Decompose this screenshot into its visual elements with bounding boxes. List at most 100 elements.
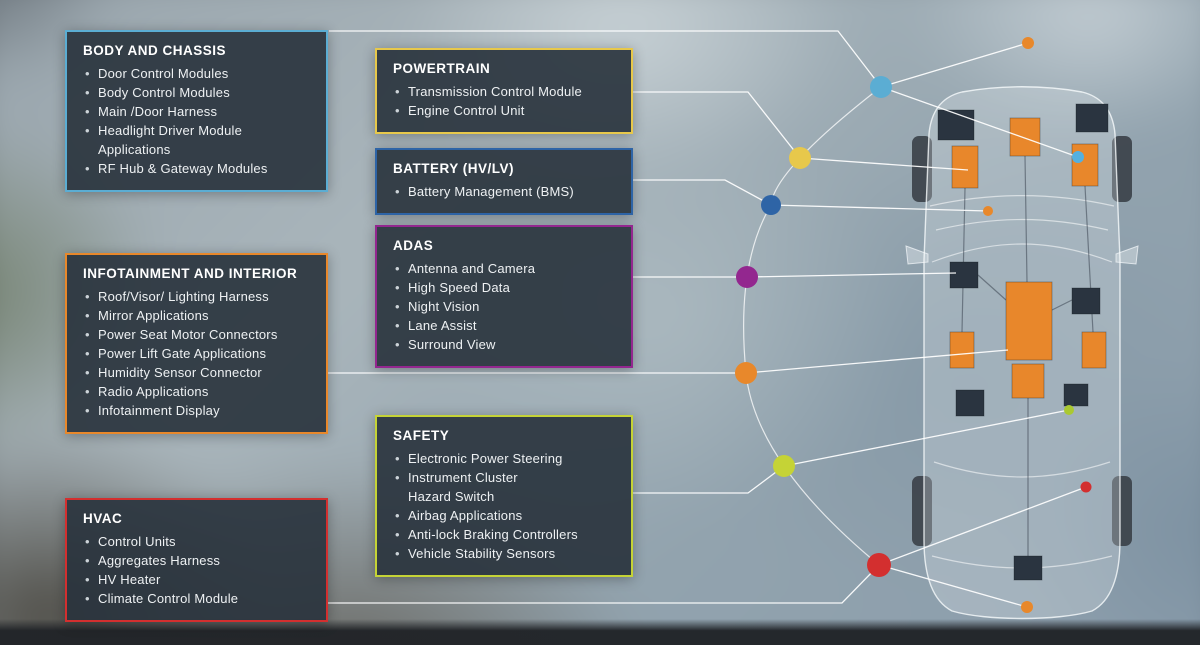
category-title: ADAS [393, 238, 434, 253]
category-item: HV Heater [83, 570, 310, 589]
category-box-infotainment-and-interior: INFOTAINMENT AND INTERIOR Roof/Visor/ Li… [65, 253, 328, 434]
category-item: Night Vision [393, 297, 615, 316]
node-body-and-chassis [870, 76, 892, 98]
car-illustration [905, 86, 1139, 620]
category-item: Body Control Modules [83, 83, 310, 102]
hood-line [929, 194, 1115, 207]
category-item: Radio Applications [83, 382, 310, 401]
category-item: Electronic Power Steering [393, 449, 615, 468]
category-title: BATTERY (HV/LV) [393, 161, 514, 176]
category-item: Instrument Cluster Hazard Switch [393, 468, 615, 506]
category-item: Battery Management (BMS) [393, 182, 615, 201]
connector-body-chassis [329, 30, 882, 88]
category-item: High Speed Data [393, 278, 615, 297]
category-title: POWERTRAIN [393, 61, 491, 76]
category-item: Mirror Applications [83, 306, 310, 325]
endpoint-dot-front-right [1072, 151, 1084, 163]
category-item: Airbag Applications [393, 506, 615, 525]
category-box-powertrain: POWERTRAIN Transmission Control Module E… [375, 48, 633, 134]
category-title: SAFETY [393, 428, 450, 443]
endpoint-dot-rear-right-mid [1064, 405, 1074, 415]
node-hvac [867, 553, 891, 577]
car-module-orange [1011, 363, 1045, 399]
car-module-orange [1009, 117, 1041, 157]
category-item: Climate Control Module [83, 589, 310, 608]
car-module-dark [1013, 555, 1043, 581]
connector-body-chassis-front [880, 86, 1079, 158]
left-mirror-icon [905, 245, 929, 265]
connector-safety-car [783, 409, 1070, 467]
connector-body-chassis-roof [880, 42, 1029, 88]
category-box-body-and-chassis: BODY AND CHASSIS Door Control Modules Bo… [65, 30, 328, 192]
node-powertrain [789, 147, 811, 169]
car-module-orange [951, 145, 979, 189]
endpoint-dot-roof [1022, 37, 1034, 49]
connector-battery [633, 179, 772, 206]
category-item-list: Electronic Power Steering Instrument Clu… [393, 449, 615, 563]
category-item: Humidity Sensor Connector [83, 363, 310, 382]
category-item-list: Antenna and Camera High Speed Data Night… [393, 259, 615, 354]
category-item: Vehicle Stability Sensors [393, 544, 615, 563]
category-item: Roof/Visor/ Lighting Harness [83, 287, 310, 306]
node-battery [761, 195, 781, 215]
car-module-dark [1063, 383, 1089, 407]
car-module-dark [1071, 287, 1101, 315]
category-item: Surround View [393, 335, 615, 354]
category-item-list: Roof/Visor/ Lighting Harness Mirror Appl… [83, 287, 310, 420]
category-box-battery: BATTERY (HV/LV) Battery Management (BMS) [375, 148, 633, 215]
car-module-orange [1005, 281, 1053, 361]
node-infotainment [735, 362, 757, 384]
car-orange-modules [949, 117, 1107, 399]
category-item: Headlight Driver Module Applications [83, 121, 310, 159]
car-module-orange [1071, 143, 1099, 187]
connector-battery-car [770, 204, 989, 212]
category-item: Transmission Control Module [393, 82, 615, 101]
node-safety [773, 455, 795, 477]
car-module-dark [955, 389, 985, 417]
category-item: Control Units [83, 532, 310, 551]
endpoint-dot-rear-floor [1021, 601, 1033, 613]
connector-hvac [328, 564, 880, 604]
connector-adas-car [746, 272, 957, 278]
connector-powertrain [633, 91, 801, 159]
category-item-list: Control Units Aggregates Harness HV Heat… [83, 532, 310, 608]
category-item: Lane Assist [393, 316, 615, 335]
category-item: Anti-lock Braking Controllers [393, 525, 615, 544]
category-item: Power Seat Motor Connectors [83, 325, 310, 344]
car-module-orange [1081, 331, 1107, 369]
rear-left-wheel-icon [912, 476, 932, 546]
category-item: Main /Door Harness [83, 102, 310, 121]
rear-right-wheel-icon [1112, 476, 1132, 546]
endpoint-dot-engine-bay [983, 206, 993, 216]
background-bottom-band [0, 619, 1200, 645]
harness-lines [961, 155, 1094, 556]
category-item: RF Hub & Gateway Modules [83, 159, 310, 178]
category-title: HVAC [83, 511, 123, 526]
node-adas [736, 266, 758, 288]
connector-hvac-rear [878, 564, 1028, 608]
connector-safety [633, 465, 785, 494]
endpoint-dot-rear-right-door [1080, 481, 1092, 493]
category-title: INFOTAINMENT AND INTERIOR [83, 266, 298, 281]
category-title: BODY AND CHASSIS [83, 43, 227, 58]
endpoint-dots [983, 37, 1092, 613]
category-item: Antenna and Camera [393, 259, 615, 278]
category-item: Infotainment Display [83, 401, 310, 420]
connector-hvac-door [878, 486, 1087, 566]
category-box-safety: SAFETY Electronic Power Steering Instrum… [375, 415, 633, 577]
car-module-orange [949, 331, 975, 369]
category-item: Power Lift Gate Applications [83, 344, 310, 363]
rear-window-line [933, 461, 1111, 478]
category-nodes [735, 76, 892, 577]
category-item: Aggregates Harness [83, 551, 310, 570]
car-module-dark [937, 109, 975, 141]
connector-powertrain-engine [799, 157, 969, 171]
connector-lines [328, 30, 1087, 608]
category-item: Door Control Modules [83, 64, 310, 83]
category-box-hvac: HVAC Control Units Aggregates Harness HV… [65, 498, 328, 622]
car-module-dark [949, 261, 979, 289]
right-mirror-icon [1115, 245, 1139, 265]
category-box-adas: ADAS Antenna and Camera High Speed Data … [375, 225, 633, 368]
